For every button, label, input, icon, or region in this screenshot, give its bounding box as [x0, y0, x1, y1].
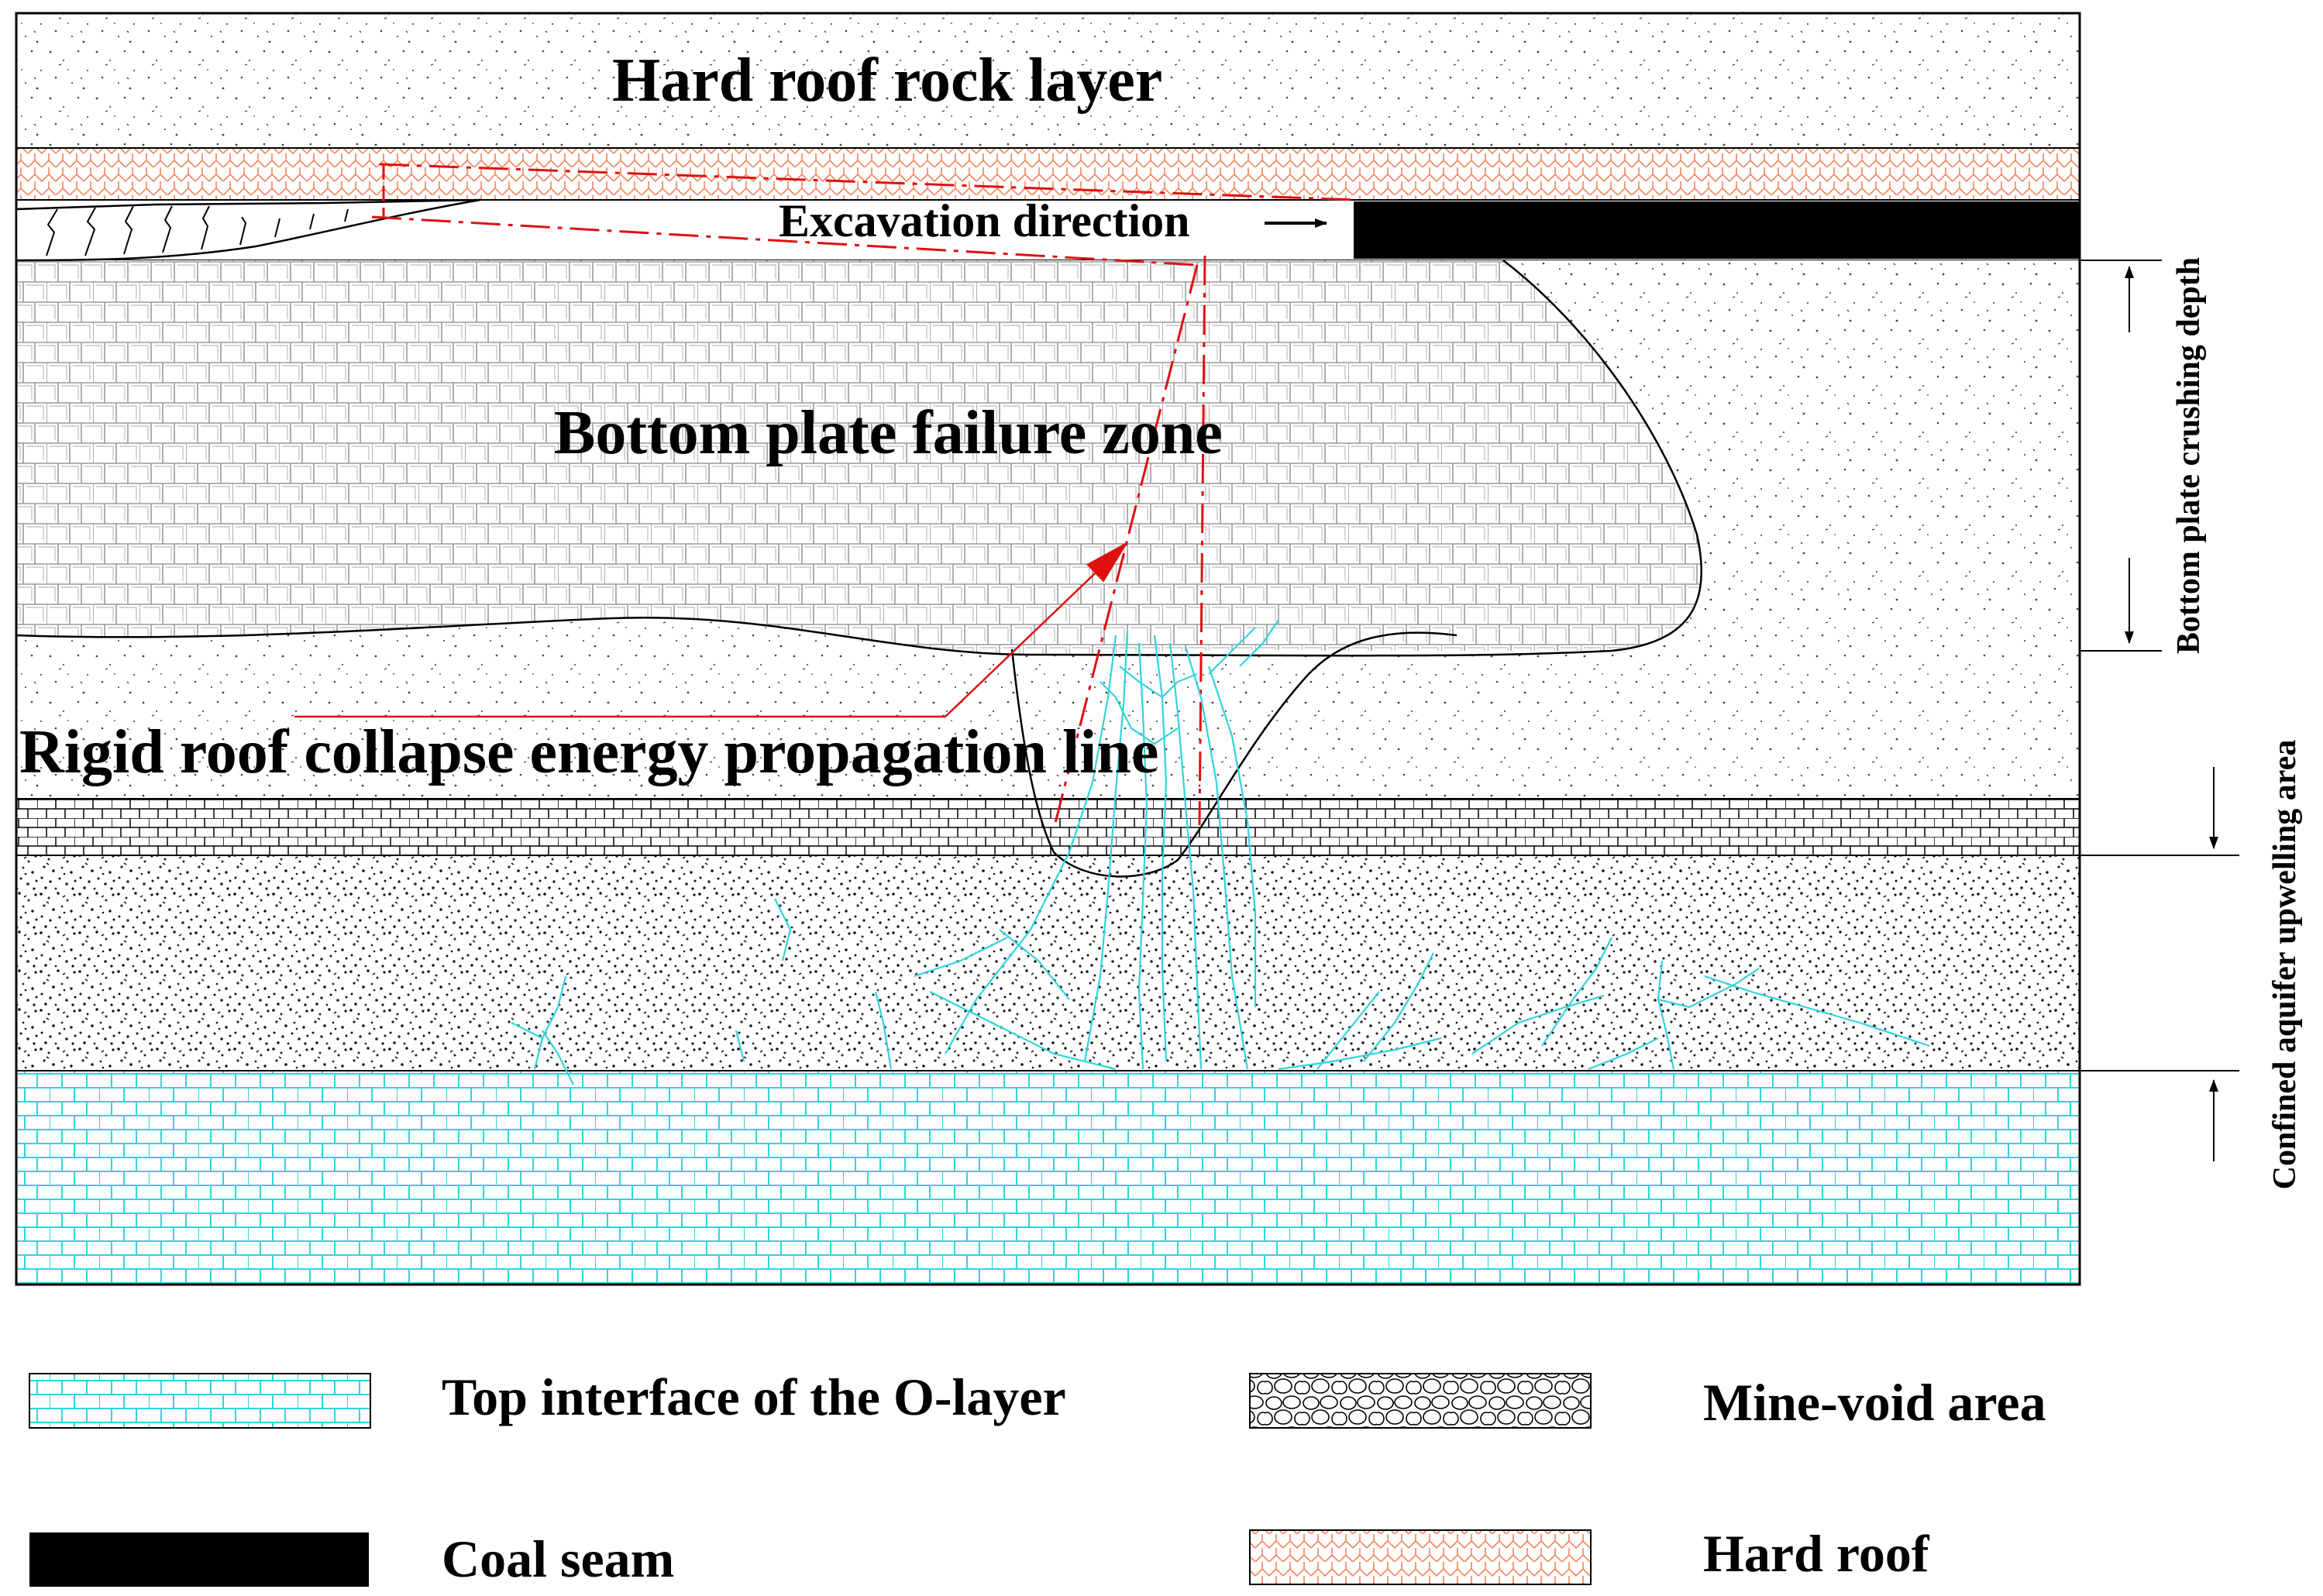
legend-swatch-hard-roof	[1249, 1529, 1592, 1585]
hard-roof-rock-label: Hard roof rock layer	[612, 46, 1162, 115]
strata-section	[15, 12, 2081, 1286]
crushing-depth-label: Bottom plate crushing depth	[2171, 257, 2207, 654]
legend: Top interface of the O-layer Mine-void a…	[29, 1367, 2046, 1588]
aquifer-upwelling-label: Confined aquifer upwelling area	[2267, 740, 2303, 1190]
dimension-annotations	[2080, 260, 2239, 1161]
energy-line-label: Rigid roof collapse energy propagation l…	[19, 718, 1158, 786]
section-frame	[15, 12, 2081, 1286]
hard-roof-rock-layer	[16, 13, 2080, 148]
energy-line-arrow	[945, 541, 1129, 717]
energy-propagation-lines	[294, 163, 1357, 830]
sandstone-layer	[16, 855, 2080, 1071]
legend-swatch-mine-void	[1249, 1373, 1592, 1429]
fracture-network	[511, 619, 1930, 1085]
legend-label-mine-void: Mine-void area	[1703, 1373, 2046, 1432]
goaf-wedge	[15, 198, 481, 262]
legend-label-o-layer: Top interface of the O-layer	[442, 1367, 1066, 1426]
legend-swatch-o-layer	[29, 1373, 371, 1429]
legend-label-coal-seam: Coal seam	[442, 1529, 674, 1588]
bottom-plate-failure-zone	[16, 260, 1702, 655]
thin-limestone-band	[16, 799, 2080, 855]
failure-zone-label: Bottom plate failure zone	[554, 399, 1223, 467]
legend-swatch-coal-seam	[29, 1532, 369, 1587]
legend-label-hard-roof: Hard roof	[1703, 1524, 1930, 1583]
o-layer-limestone	[16, 1071, 2080, 1285]
coal-seam	[1354, 201, 2080, 259]
excavation-direction-label: Excavation direction	[779, 195, 1190, 246]
hard-roof-layer	[15, 147, 2080, 201]
failure-boundary-lines	[15, 260, 1703, 878]
